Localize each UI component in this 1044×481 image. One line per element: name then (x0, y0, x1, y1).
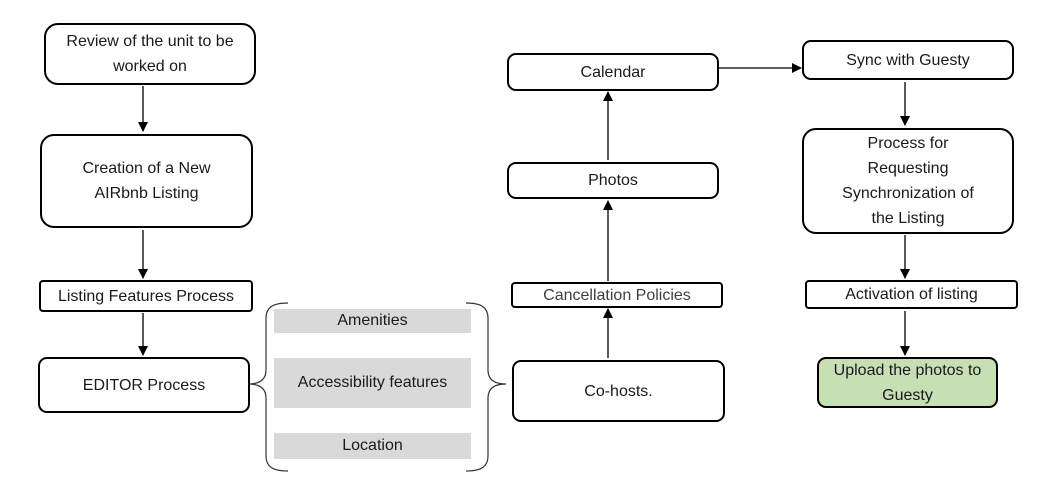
activation-node: Activation of listing (805, 280, 1018, 309)
upload-photos-node: Upload the photos to Guesty (817, 357, 998, 408)
co-hosts-node: Co-hosts. (512, 360, 725, 422)
listing-features-node: Listing Features Process (39, 280, 253, 312)
request-sync-node: Process for Requesting Synchronization o… (802, 128, 1014, 234)
feature-location: Location (274, 433, 471, 459)
feature-accessibility: Accessibility features (274, 358, 471, 408)
right-curly-brace (465, 302, 507, 472)
sync-guesty-node: Sync with Guesty (802, 40, 1014, 80)
cancellation-policies-node: Cancellation Policies (511, 282, 723, 308)
photos-node: Photos (507, 162, 719, 199)
review-unit-node: Review of the unit to be worked on (44, 23, 256, 85)
feature-amenities: Amenities (274, 309, 471, 333)
calendar-node: Calendar (507, 53, 719, 91)
editor-process-node: EDITOR Process (38, 357, 250, 413)
create-listing-node: Creation of a New AIRbnb Listing (40, 134, 253, 228)
